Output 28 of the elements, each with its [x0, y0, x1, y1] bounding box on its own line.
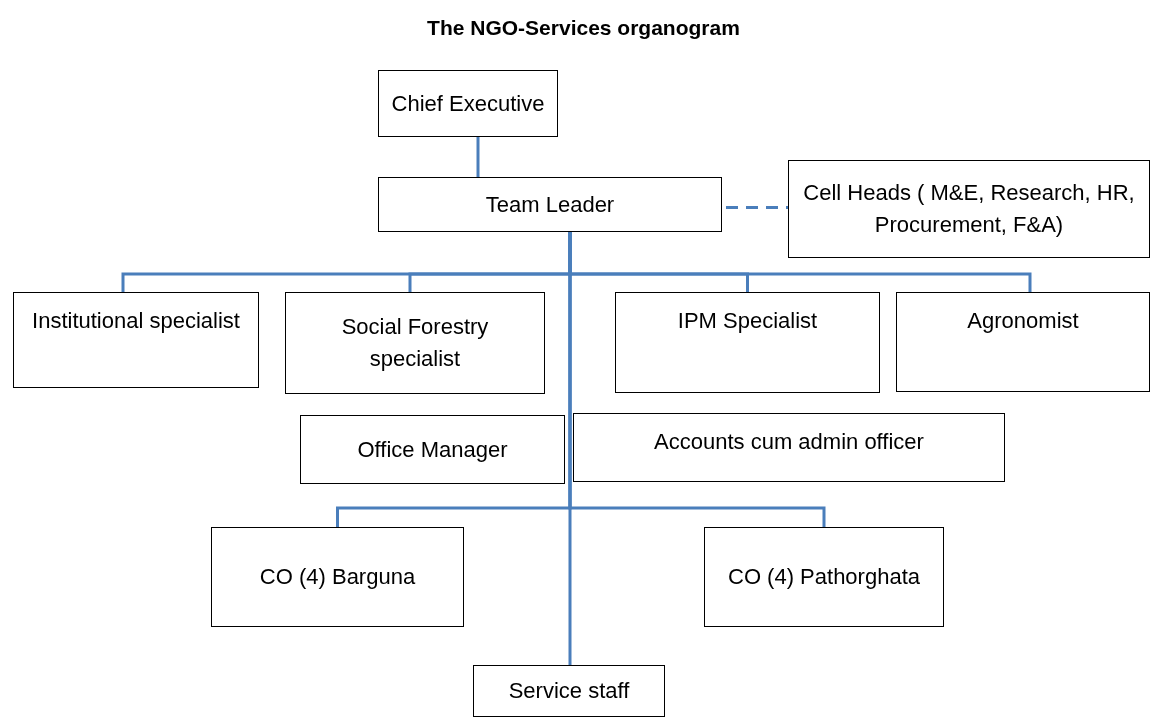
box-label: CO (4) Barguna — [259, 563, 416, 592]
box-label: IPM Specialist — [677, 307, 818, 335]
org-box — [473, 665, 665, 717]
box-label: CO (4) Pathorghata — [728, 563, 920, 592]
org-box — [300, 415, 565, 484]
org-box — [378, 177, 722, 232]
org-box — [573, 413, 1005, 482]
dashed-connector — [726, 206, 788, 209]
box-label: Chief Executive — [391, 89, 545, 118]
org-box — [285, 292, 545, 394]
box-label: Accounts cum admin officer — [654, 428, 924, 456]
box-label: Team Leader — [485, 190, 615, 219]
org-box — [211, 527, 464, 627]
box-label: Social Forestry specialist — [340, 313, 490, 373]
box-label: Agronomist — [967, 307, 1079, 335]
box-label: Office Manager — [357, 435, 508, 464]
box-label: Service staff — [508, 677, 630, 706]
connector-line — [568, 232, 572, 665]
org-box — [13, 292, 259, 388]
connector-line — [476, 137, 480, 177]
org-box — [615, 292, 880, 393]
diagram-title: The NGO-Services organogram — [426, 16, 741, 40]
org-box — [378, 70, 558, 137]
org-box — [896, 292, 1150, 392]
org-box — [704, 527, 944, 627]
box-label: Institutional specialist — [32, 307, 240, 335]
box-label: Cell Heads ( M&E, Research, HR, Procurement, F&A) — [802, 179, 1136, 239]
org-box — [788, 160, 1150, 258]
